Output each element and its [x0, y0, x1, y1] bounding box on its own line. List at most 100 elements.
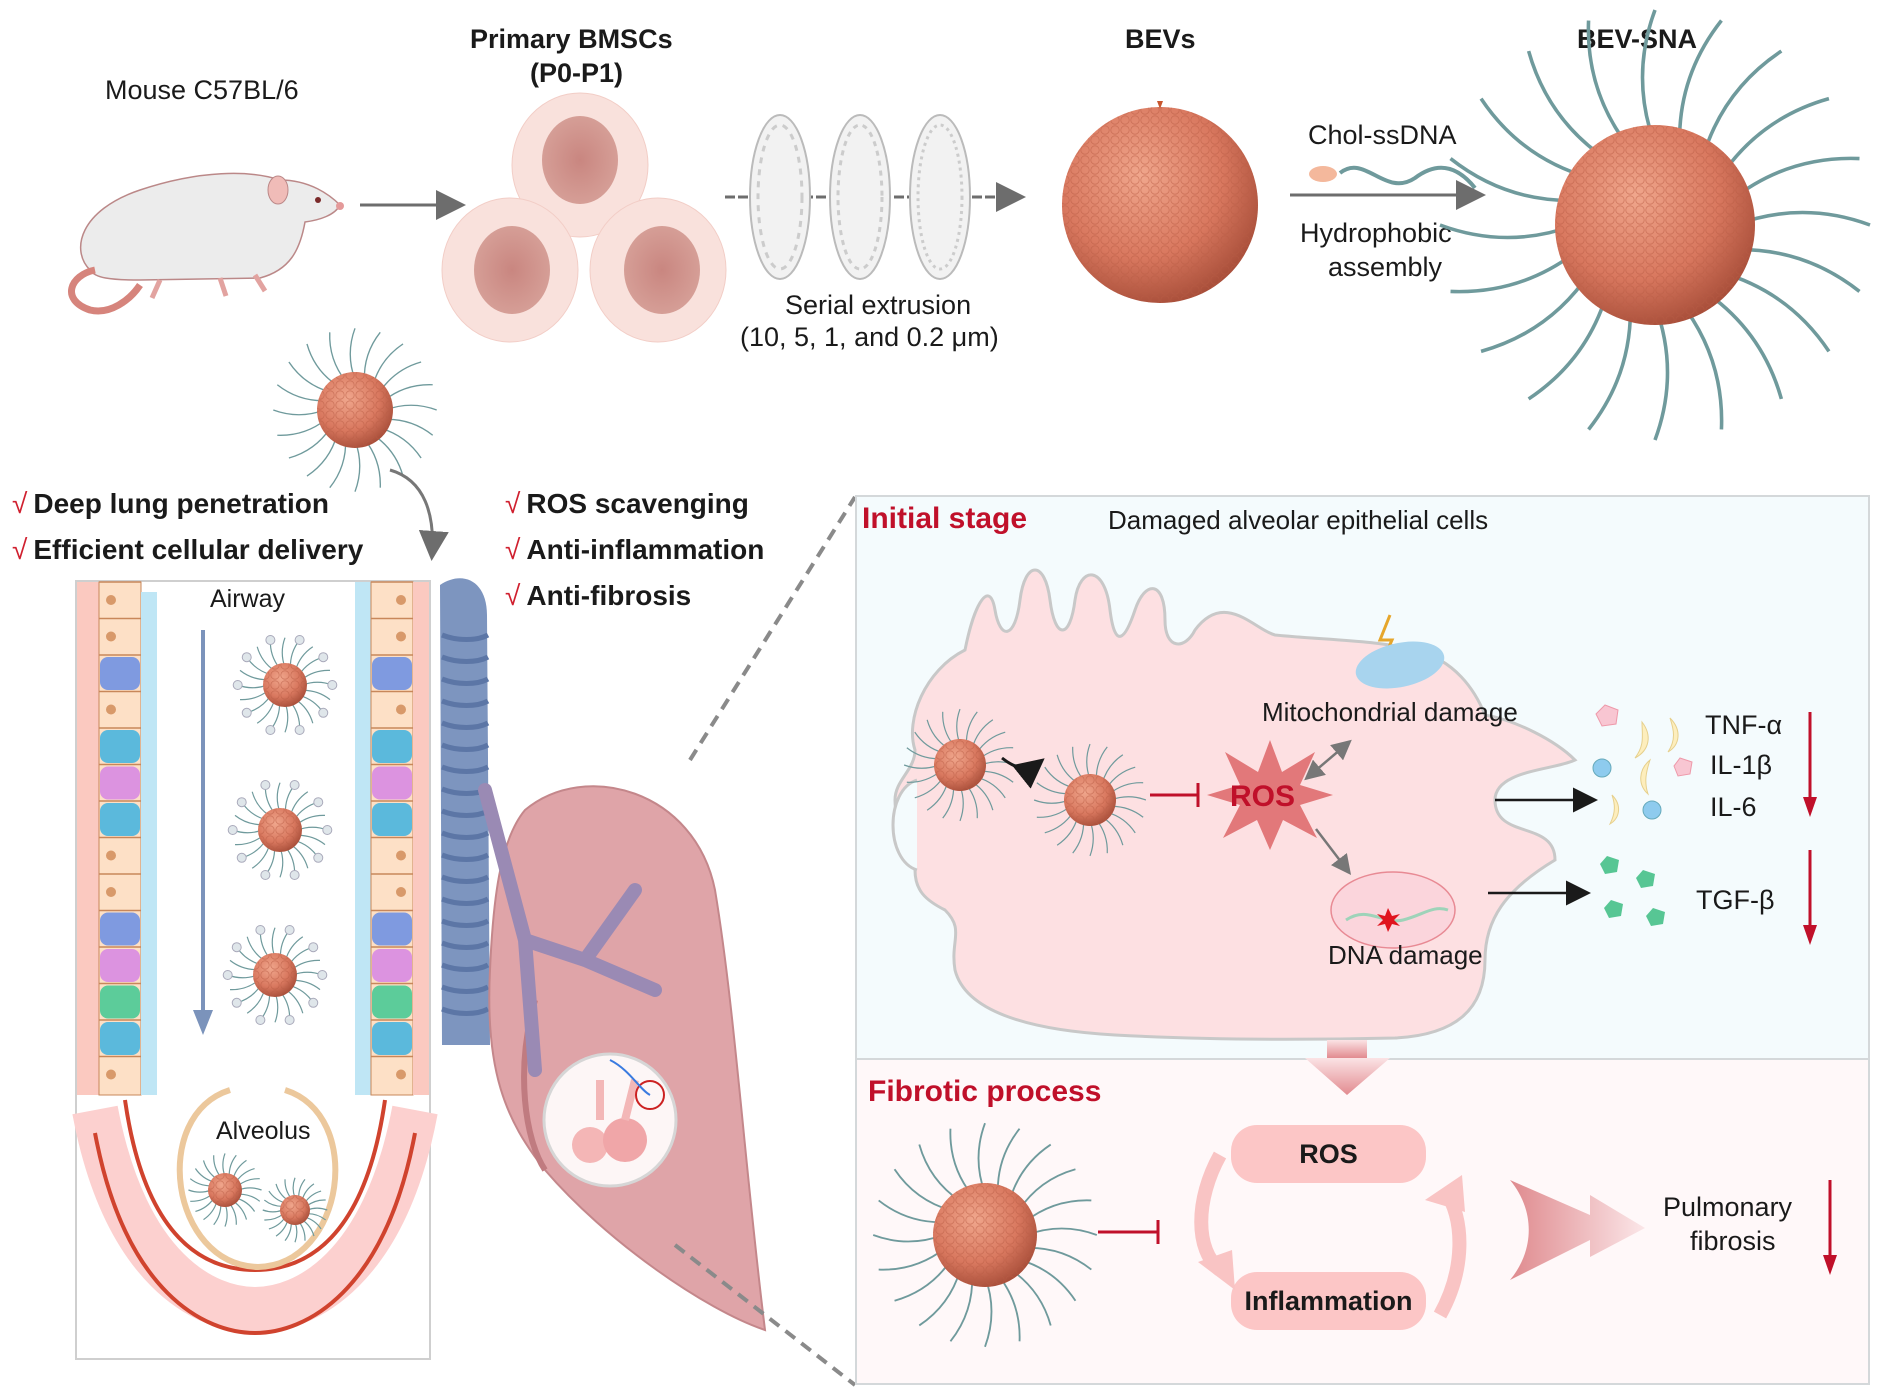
dna-strand [1044, 766, 1074, 789]
vesicle-texture [280, 1195, 310, 1225]
tgf-molecules [1600, 856, 1665, 926]
dna-strand [1106, 811, 1136, 834]
basal-cell [372, 803, 412, 836]
vesicle-texture [263, 663, 307, 707]
dna-strand [1106, 766, 1136, 789]
negative-charge-icon [317, 970, 328, 980]
negative-charge-icon [289, 869, 300, 880]
ciliated-cell-nucleus [396, 704, 406, 715]
dna-strand [1086, 743, 1091, 780]
arrow-into-airway [389, 468, 449, 561]
tgf-beta-label: TGF-β [1696, 885, 1775, 915]
bev-sna-nanoparticle [1439, 9, 1871, 441]
benefit-anti-inflammation: √Anti-inflammation [505, 534, 765, 565]
dna-strand [956, 708, 961, 745]
cytokine-tnf: TNF-α [1705, 710, 1783, 740]
arrow-assembly [1290, 180, 1486, 210]
check-icon: √ [505, 580, 521, 611]
benefit-ros: √ROS scavenging [505, 488, 749, 519]
cycle-arrows [1194, 1151, 1467, 1319]
ciliated-cell-nucleus [396, 1069, 406, 1080]
negative-charge-icon [255, 1014, 266, 1025]
dna-strand [918, 1268, 962, 1327]
arrow-cytokine-release [1495, 787, 1598, 813]
ros-burst-icon [1207, 740, 1333, 850]
dna-strand [1110, 796, 1147, 801]
bevs-label: BEVs [1125, 24, 1196, 54]
benefit-cellular-delivery: √Efficient cellular delivery [12, 534, 364, 565]
chol-ssdna-label: Chol-ssDNA [1308, 120, 1457, 150]
negative-charge-icon [313, 852, 324, 863]
assembly-label-2: assembly [1328, 252, 1443, 282]
dna-strand [971, 719, 994, 749]
alveolus-capillary [72, 1099, 438, 1336]
bev-sna-airway-2 [227, 780, 333, 880]
dna-strand [1023, 1199, 1092, 1223]
goblet-cell [100, 657, 140, 690]
airway-label: Airway [210, 585, 286, 613]
ros-label-initial: ROS [1230, 780, 1296, 813]
vesicle-texture [1064, 774, 1116, 826]
decrease-arrow-cytokines [1803, 712, 1817, 817]
basal-cell [372, 730, 412, 763]
airway-epithelium-right [355, 581, 429, 1096]
dna-strand [1095, 819, 1108, 854]
dna-strand [1008, 1267, 1052, 1326]
dna-strand [914, 776, 944, 799]
ciliated-cell-nucleus [396, 595, 406, 605]
decrease-arrow-fibrosis [1823, 1180, 1837, 1275]
arrow-mouse-to-bmsc [360, 190, 466, 220]
airway-epithelium-left [77, 581, 157, 1096]
arrow-tgf-release [1488, 880, 1591, 906]
negative-charge-icon [265, 635, 276, 646]
basal-cell [100, 803, 140, 836]
dna-strand [1072, 746, 1085, 781]
dna-strand [1101, 754, 1124, 784]
ciliated-cell-nucleus [106, 631, 116, 642]
dna-strand [878, 1247, 947, 1271]
check-icon: √ [505, 534, 521, 565]
dna-strand [1008, 1143, 1052, 1202]
alveolus-label: Alveolus [216, 1117, 311, 1145]
neuro-cell [372, 985, 412, 1019]
mouse-illustration [68, 172, 344, 315]
arrow-internalize [1001, 756, 1045, 789]
club-cell [372, 766, 412, 800]
dna-strand [893, 1168, 952, 1212]
goblet-cell [100, 912, 140, 946]
dna-strand [926, 781, 949, 811]
chol-ssdna-icon [1309, 165, 1477, 190]
cytokine-il6: IL-6 [1710, 792, 1757, 822]
bev-sna-airway-3 [222, 925, 328, 1025]
dna-strand [926, 719, 949, 749]
alveoli-cluster-icon [572, 1059, 665, 1163]
dna-damage-label: DNA damage [1328, 940, 1483, 970]
negative-charge-icon [308, 942, 319, 953]
initial-stage-title: Initial stage [862, 502, 1028, 535]
vesicle-texture [317, 372, 393, 448]
dna-strand [1109, 782, 1144, 795]
check-icon: √ [12, 534, 28, 565]
alveoli-zoom-circle [542, 1052, 678, 1188]
dna-strand [976, 776, 1006, 799]
bev-sna-entering-cell [903, 708, 1017, 822]
bev-sna-small-top [273, 328, 437, 492]
stage-transition-arrow [1305, 1040, 1390, 1095]
damaged-cells-label: Damaged alveolar epithelial cells [1108, 505, 1489, 535]
negative-charge-icon [231, 997, 242, 1008]
dna-strand [918, 1144, 962, 1203]
bev-sna-in-cell [1033, 743, 1147, 857]
dna-strand [997, 1273, 1021, 1342]
negative-charge-icon [227, 825, 238, 835]
negative-charge-icon [322, 825, 333, 835]
arrow-ros-dna [1315, 828, 1352, 875]
dna-strand [1044, 811, 1074, 834]
negative-charge-icon [289, 780, 300, 791]
decrease-arrow-tgf [1803, 850, 1817, 945]
dna-strand [903, 764, 940, 769]
negative-charge-icon [260, 869, 271, 880]
cytokine-il1b: IL-1β [1710, 750, 1773, 780]
basal-cell [100, 730, 140, 763]
assembly-label-1: Hydrophobic [1300, 218, 1452, 248]
